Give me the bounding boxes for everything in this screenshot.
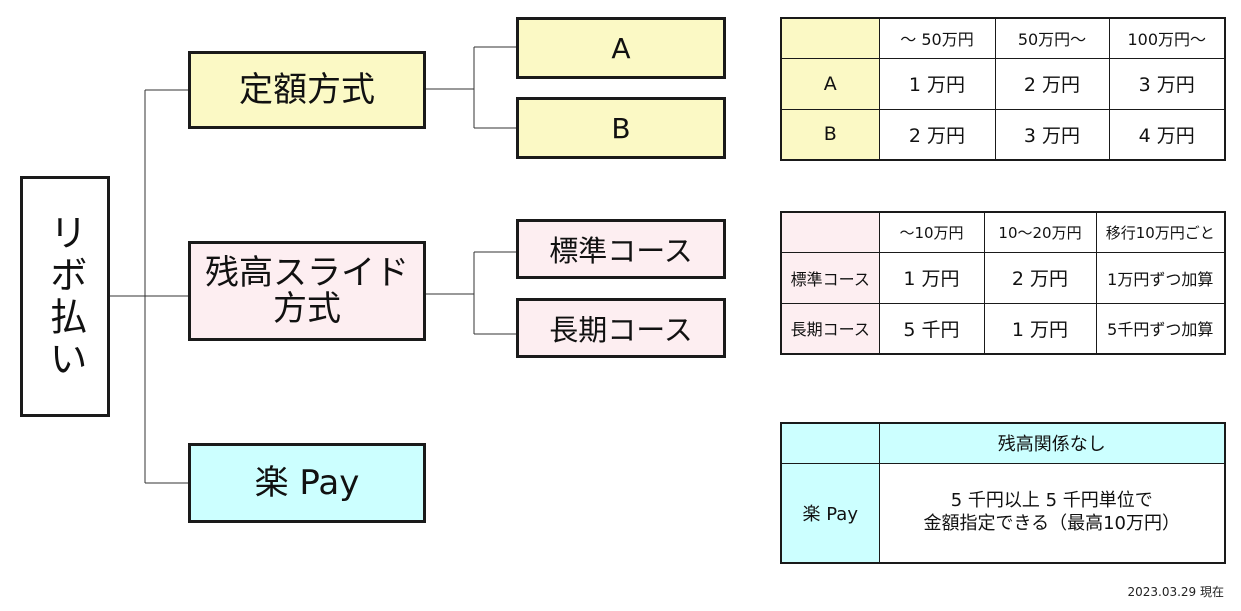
table-cell: 1 万円 <box>983 302 1097 355</box>
revolving-payment-label: リボ払い <box>43 212 87 381</box>
connector-teigaku-to-ab <box>426 46 516 129</box>
table-cell: 2 万円 <box>994 57 1110 110</box>
table-header-cell: ～10万円 <box>878 211 985 253</box>
standard-course-box: 標準コース <box>516 219 726 279</box>
balance-slide-method-box: 残高スライド 方式 <box>188 241 426 341</box>
fixed-amount-method-box: 定額方式 <box>188 51 426 129</box>
fixed-amount-method-label: 定額方式 <box>239 70 375 110</box>
table-cell: 2 万円 <box>878 108 996 161</box>
table-row: 楽 Pay 5 千円以上 5 千円単位で 金額指定できる（最高10万円） <box>780 462 1226 564</box>
date-stamp: 2023.03.29 現在 <box>1127 585 1224 599</box>
raku-pay-desc-line2: 金額指定できる（最高10万円） <box>923 512 1181 534</box>
option-b-box: B <box>516 97 726 159</box>
row-label-cell: 長期コース <box>780 302 880 355</box>
balance-slide-method-label-line2: 方式 <box>273 289 341 329</box>
table-row: 長期コース 5 千円 1 万円 5千円ずつ加算 <box>780 302 1226 355</box>
table-cell: 1 万円 <box>878 251 985 304</box>
raku-pay-box: 楽 Pay <box>188 443 426 523</box>
table-cell: 1万円ずつ加算 <box>1095 251 1226 304</box>
table-cell: 5 千円 <box>878 302 985 355</box>
raku-pay-label: 楽 Pay <box>254 463 360 503</box>
table-header-cell: 残高関係なし <box>878 422 1226 464</box>
row-label-cell: 楽 Pay <box>780 462 880 564</box>
option-b-label: B <box>611 111 631 145</box>
option-a-label: A <box>611 31 631 65</box>
table-header-cell: ～ 50万円 <box>878 17 996 59</box>
raku-pay-desc-line1: 5 千円以上 5 千円単位で <box>950 490 1153 512</box>
table-cell: 4 万円 <box>1108 108 1226 161</box>
table-cell: 3 万円 <box>994 108 1110 161</box>
row-label-cell: B <box>780 108 880 161</box>
table-header-cell: 50万円～ <box>994 17 1110 59</box>
table-cell: 5 千円以上 5 千円単位で 金額指定できる（最高10万円） <box>878 462 1226 564</box>
table-cell: 1 万円 <box>878 57 996 110</box>
table-header-row: ～10万円 10～20万円 移行10万円ごと <box>780 211 1226 253</box>
table-row: A 1 万円 2 万円 3 万円 <box>780 57 1226 110</box>
table-row: B 2 万円 3 万円 4 万円 <box>780 108 1226 161</box>
fixed-amount-table: ～ 50万円 50万円～ 100万円～ A 1 万円 2 万円 3 万円 B 2… <box>780 17 1226 161</box>
option-a-box: A <box>516 17 726 79</box>
table-header-cell: 10～20万円 <box>983 211 1097 253</box>
table-header-cell: 移行10万円ごと <box>1095 211 1226 253</box>
table-row: 標準コース 1 万円 2 万円 1万円ずつ加算 <box>780 251 1226 304</box>
long-course-label: 長期コース <box>549 313 693 347</box>
table-corner-cell <box>780 422 880 464</box>
connector-root-to-methods <box>110 89 188 484</box>
balance-slide-method-label-line1: 残高スライド <box>205 253 409 293</box>
table-cell: 2 万円 <box>983 251 1097 304</box>
standard-course-label: 標準コース <box>549 234 693 268</box>
balance-slide-table: ～10万円 10～20万円 移行10万円ごと 標準コース 1 万円 2 万円 1… <box>780 211 1226 355</box>
table-cell: 5千円ずつ加算 <box>1095 302 1226 355</box>
connector-zandaka-to-courses <box>426 251 516 335</box>
row-label-cell: A <box>780 57 880 110</box>
table-header-row: ～ 50万円 50万円～ 100万円～ <box>780 17 1226 59</box>
long-course-box: 長期コース <box>516 298 726 358</box>
raku-pay-table: 残高関係なし 楽 Pay 5 千円以上 5 千円単位で 金額指定できる（最高10… <box>780 422 1226 564</box>
table-header-row: 残高関係なし <box>780 422 1226 464</box>
table-corner-cell <box>780 17 880 59</box>
revolving-payment-box: リボ払い <box>20 176 110 417</box>
row-label-cell: 標準コース <box>780 251 880 304</box>
table-header-cell: 100万円～ <box>1108 17 1226 59</box>
table-corner-cell <box>780 211 880 253</box>
table-cell: 3 万円 <box>1108 57 1226 110</box>
